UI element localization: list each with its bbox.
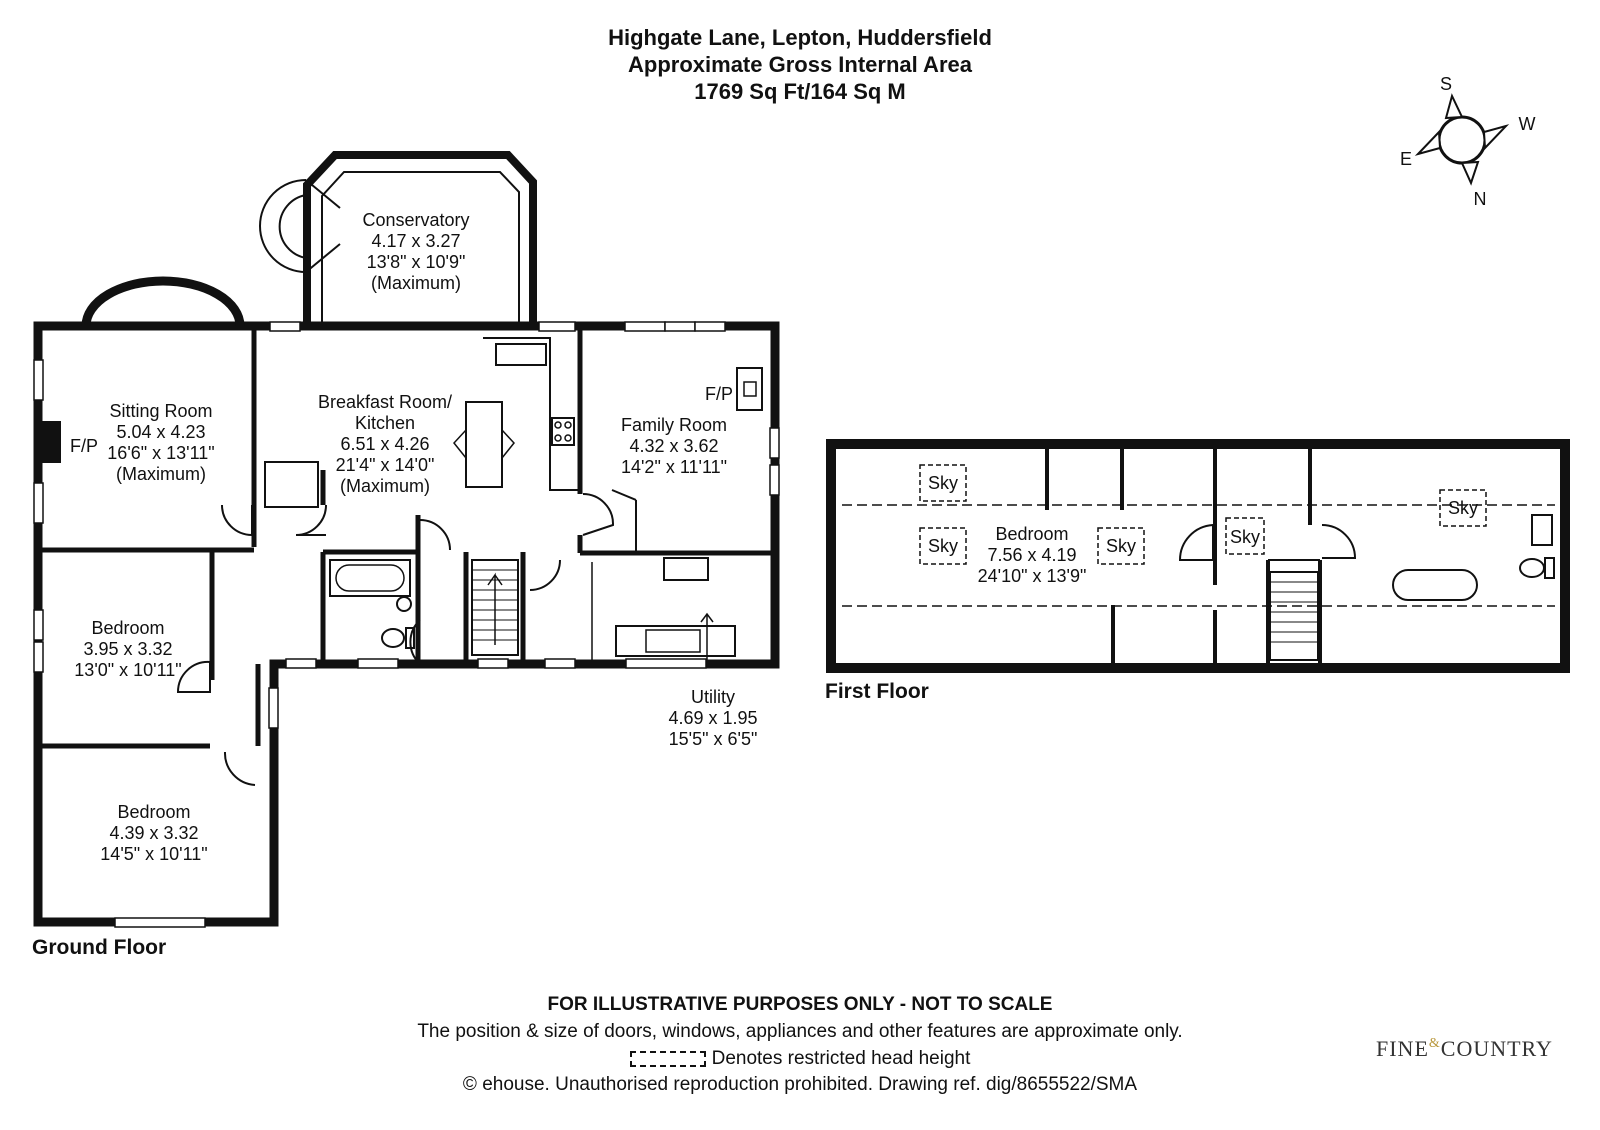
skylight-label: Sky (928, 473, 958, 493)
room-label-line: Sitting Room (109, 401, 212, 421)
room-label-line: (Maximum) (116, 464, 206, 484)
room-label-line: 7.56 x 4.19 (987, 545, 1076, 565)
first-floor-walls (826, 439, 1570, 673)
room-label-line: 3.95 x 3.32 (83, 639, 172, 659)
skylight-label: Sky (1106, 536, 1136, 556)
first-floor-label: First Floor (825, 680, 929, 703)
room-label-line: 6.51 x 4.26 (340, 434, 429, 454)
compass-west: W (1519, 114, 1536, 134)
skylight-label: Sky (1230, 527, 1260, 547)
room-label-line: 4.69 x 1.95 (668, 708, 757, 728)
restricted-height-legend-icon (629, 1050, 706, 1067)
room-label-line: (Maximum) (371, 273, 461, 293)
room-label-line: Breakfast Room/ (318, 392, 452, 412)
room-label-line: 24'10" x 13'9" (978, 566, 1087, 586)
room-label-line: 4.17 x 3.27 (371, 231, 460, 251)
room-label-line: Bedroom (91, 618, 164, 638)
room-label-line: 13'8" x 10'9" (367, 252, 466, 272)
room-label-line: (Maximum) (340, 476, 430, 496)
skylight-label: Sky (928, 536, 958, 556)
skylight-label: Sky (1448, 498, 1478, 518)
room-label-line: 16'6" x 13'11" (107, 443, 214, 463)
plan-subtitle: Approximate Gross Internal Area (628, 52, 972, 77)
room-label-line: 15'5" x 6'5" (669, 729, 758, 749)
fireplace-label: F/P (70, 436, 98, 456)
room-label-line: 14'2" x 11'11" (621, 457, 727, 477)
room-label-line: Bedroom (995, 524, 1068, 544)
plan-area: 1769 Sq Ft/164 Sq M (694, 79, 906, 104)
room-label-line: 21'4" x 14'0" (336, 455, 435, 475)
compass-north: N (1474, 189, 1487, 209)
compass-south: S (1440, 74, 1452, 94)
legend: Denotes restricted head height (0, 1046, 1600, 1072)
room-label-line: Bedroom (117, 802, 190, 822)
brand-logo: Fine&Country (1376, 1036, 1553, 1061)
room-label-line: Kitchen (355, 413, 415, 433)
copyright: © ehouse. Unauthorised reproduction proh… (462, 1074, 1138, 1095)
fireplace-label: F/P (705, 384, 733, 404)
plan-title: Highgate Lane, Lepton, Huddersfield (608, 25, 992, 50)
room-label-line: 5.04 x 4.23 (116, 422, 205, 442)
compass-east: E (1400, 149, 1412, 169)
room-label-line: 4.39 x 3.32 (109, 823, 198, 843)
compass-icon: S W E N (1400, 74, 1536, 209)
room-label-line: Conservatory (362, 210, 469, 230)
ground-floor-label: Ground Floor (32, 936, 166, 959)
ground-floor-walls (33, 151, 780, 928)
room-label-line: Utility (691, 687, 735, 707)
disclaimer: FOR ILLUSTRATIVE PURPOSES ONLY - NOT TO … (547, 994, 1053, 1015)
disclaimer-note: The position & size of doors, windows, a… (417, 1021, 1183, 1042)
room-label-line: 13'0" x 10'11" (74, 660, 181, 680)
room-label-line: Family Room (621, 415, 727, 435)
room-label-line: 4.32 x 3.62 (629, 436, 718, 456)
room-label-line: 14'5" x 10'11" (100, 844, 207, 864)
